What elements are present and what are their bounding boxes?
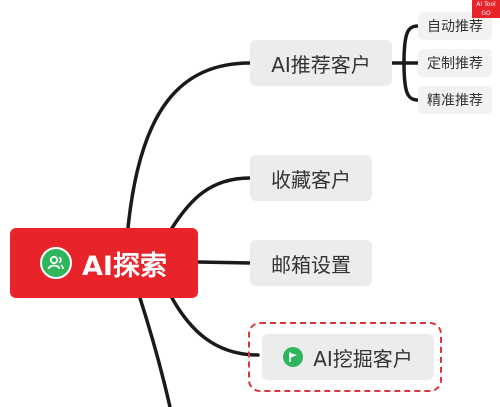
connector-root-to-ai-recommend — [126, 61, 252, 230]
highlight-frame — [248, 322, 442, 392]
corner-watermark-badge: AI Tool GO — [472, 0, 500, 18]
connector-root-to-ai-mining — [170, 296, 260, 357]
corner-badge-line2: GO — [481, 10, 491, 17]
branch-ai-recommend-customers[interactable]: AI推荐客户 — [250, 40, 392, 86]
branch-label: AI推荐客户 — [271, 52, 371, 77]
root-node[interactable]: AI探索 — [10, 228, 198, 298]
connector-root-bottom — [138, 296, 172, 407]
branch-label: 收藏客户 — [271, 167, 351, 192]
user-group-icon — [40, 247, 72, 279]
leaf-custom-recommend[interactable]: 定制推荐 — [418, 49, 492, 77]
flag-icon — [283, 347, 304, 367]
branch-favorite-customers[interactable]: 收藏客户 — [250, 155, 372, 201]
leaf-label: 定制推荐 — [427, 56, 483, 72]
connector-leaf-auto — [402, 24, 420, 65]
connector-root-to-email — [196, 260, 252, 265]
branch-label: 邮箱设置 — [271, 252, 351, 277]
connector-leaf-precise — [402, 61, 420, 102]
root-label: AI探索 — [82, 250, 167, 282]
leaf-label: 自动推荐 — [427, 19, 483, 35]
corner-badge-line1: AI Tool — [476, 1, 496, 8]
branch-label: AI挖掘客户 — [313, 346, 413, 371]
branch-ai-mining-customers[interactable]: AI挖掘客户 — [262, 334, 434, 380]
branch-email-settings[interactable]: 邮箱设置 — [250, 240, 372, 286]
leaf-label: 精准推荐 — [427, 93, 483, 109]
leaf-precise-recommend[interactable]: 精准推荐 — [418, 86, 492, 114]
connector-root-to-favorites — [170, 176, 252, 230]
